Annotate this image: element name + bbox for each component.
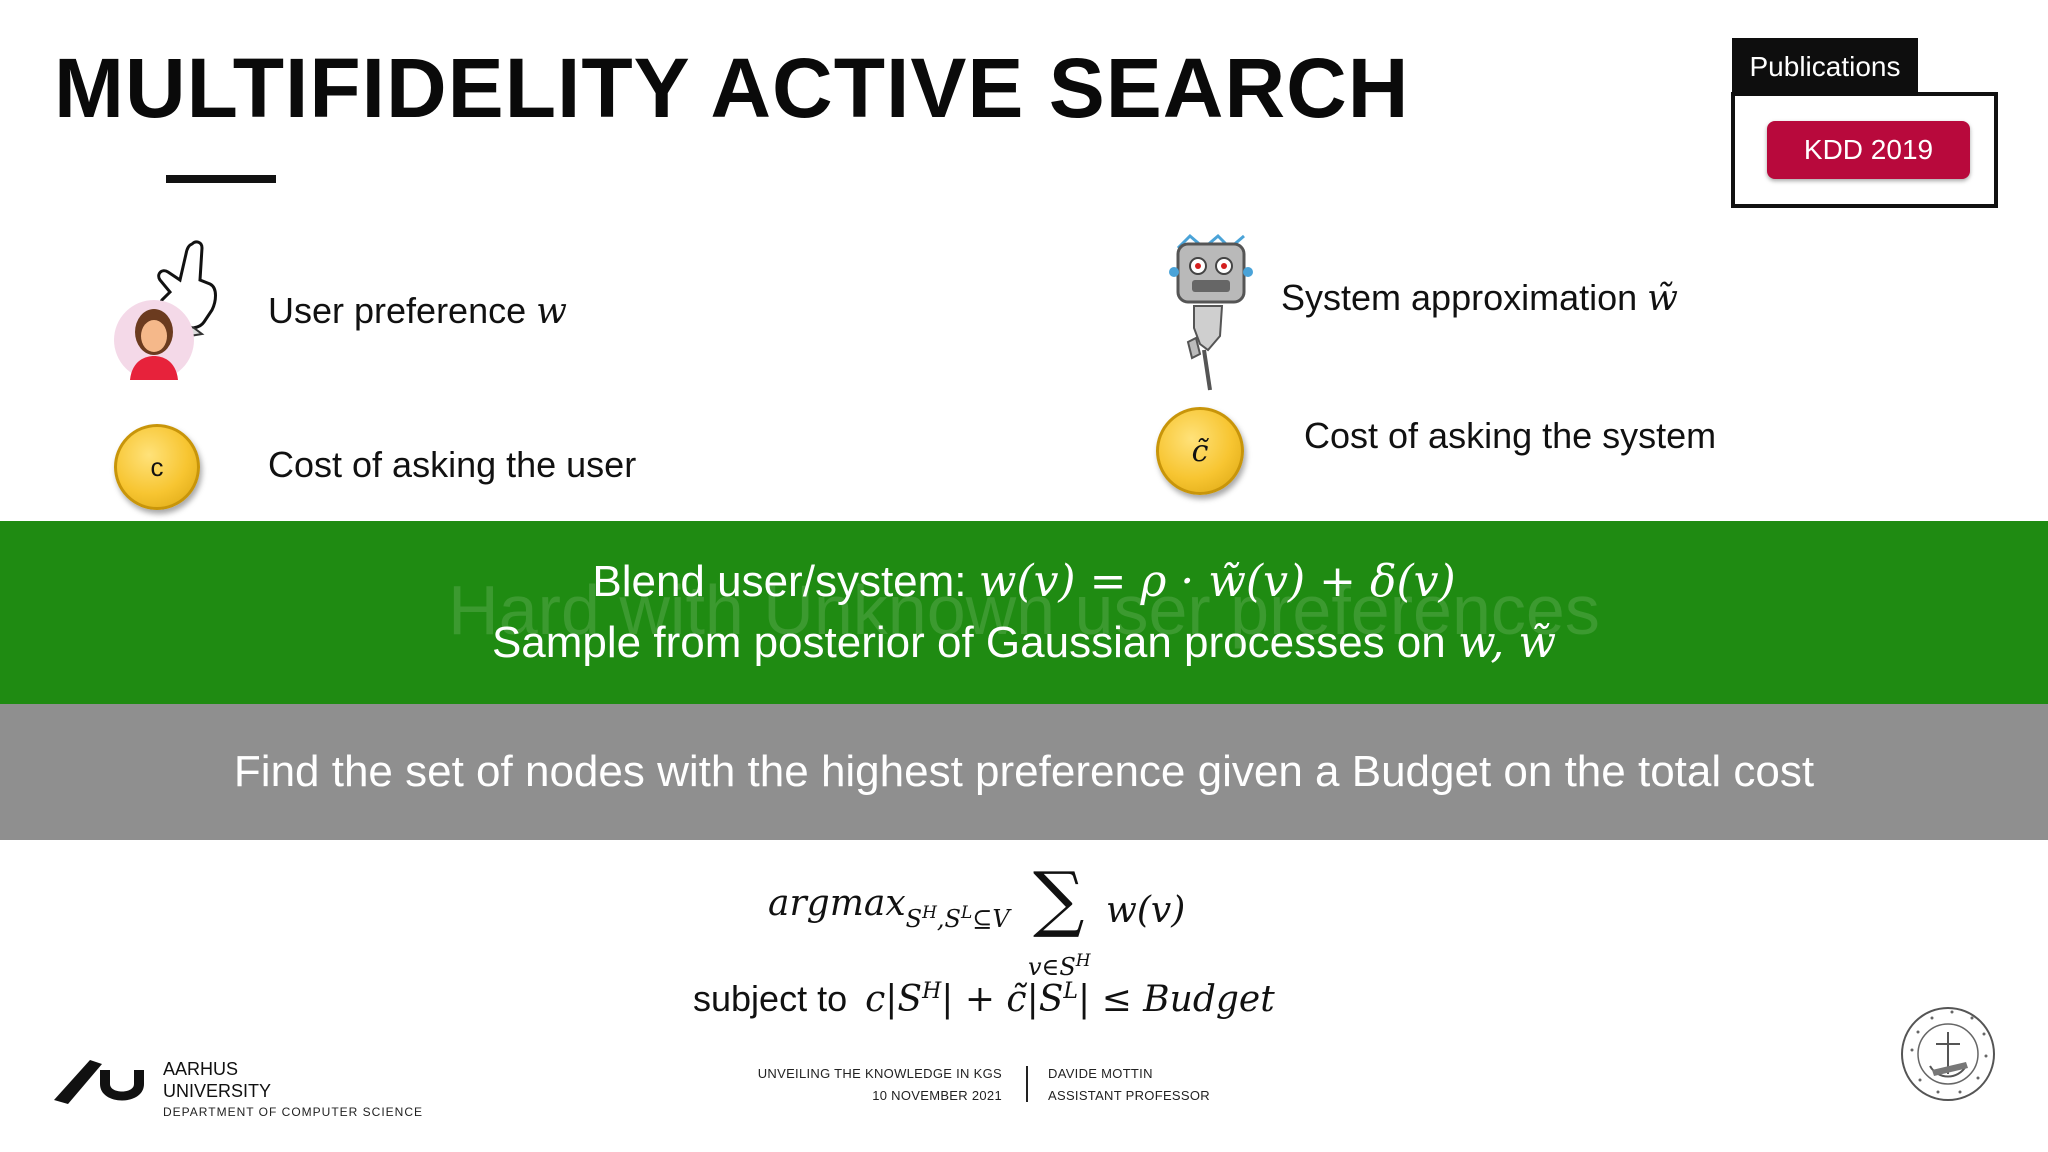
robot-hand-icon <box>1186 305 1224 391</box>
sum-term: w(v) <box>1106 890 1186 931</box>
publications-tab: Publications <box>1732 38 1918 96</box>
slide-title: MULTIFIDELITY ACTIVE SEARCH <box>54 41 1410 135</box>
green-band-ghost-text: Hard with Unknown user preferences <box>448 571 1600 649</box>
blend-user-system-line: Blend user/system: w(v) = ρ · w̃(v) + δ(… <box>592 556 1456 607</box>
kdd-2019-button[interactable]: KDD 2019 <box>1767 121 1970 179</box>
aarhus-logo-icon <box>54 1060 144 1104</box>
user-preference-symbol: w <box>536 291 567 332</box>
sum-symbol: ∑ <box>1033 856 1085 940</box>
green-highlight-band <box>0 521 2048 704</box>
constraint-line: subject to c|SH| + c̃|SL| ≤ Budget <box>693 978 1275 1020</box>
speaker-role: ASSISTANT PROFESSOR <box>1048 1088 1210 1103</box>
sum-subscript: v∈SH <box>1028 951 1091 981</box>
argmax-formula: argmaxSH,SL⊆V <box>768 883 1010 933</box>
system-approximation-label: System approximation w̃ <box>1281 277 1678 319</box>
footer-divider <box>1026 1066 1028 1102</box>
talk-date: 10 NOVEMBER 2021 <box>872 1088 1002 1103</box>
user-cost-label: Cost of asking the user <box>268 444 637 485</box>
system-cost-label: Cost of asking the system <box>1304 415 1717 456</box>
university-seal-icon <box>1901 1007 1995 1101</box>
user-preference-label: User preference w <box>268 290 567 332</box>
university-name: AARHUS UNIVERSITY <box>163 1059 272 1101</box>
system-approximation-symbol: w̃ <box>1647 278 1678 319</box>
robot-with-hand-icon <box>1169 233 1253 391</box>
department-name: DEPARTMENT OF COMPUTER SCIENCE <box>163 1105 424 1119</box>
system-cost-coin-icon: c̃ <box>1156 407 1244 495</box>
woman-avatar-icon <box>114 300 194 380</box>
blend-formula: w(v) = ρ · w̃(v) + δ(v) <box>978 556 1456 607</box>
speaker-name: DAVIDE MOTTIN <box>1048 1066 1153 1081</box>
objective-band: Find the set of nodes with the highest p… <box>0 704 2048 840</box>
title-underline <box>166 175 276 183</box>
user-cost-coin-icon: c <box>114 424 200 510</box>
robot-icon <box>1169 233 1253 304</box>
gaussian-process-line: Sample from posterior of Gaussian proces… <box>491 617 1557 668</box>
talk-title: UNVEILING THE KNOWLEDGE IN KGS <box>757 1066 1002 1081</box>
gaussian-process-symbols: w, w̃ <box>1457 617 1557 668</box>
user-with-pointing-hand-icon <box>114 240 217 380</box>
